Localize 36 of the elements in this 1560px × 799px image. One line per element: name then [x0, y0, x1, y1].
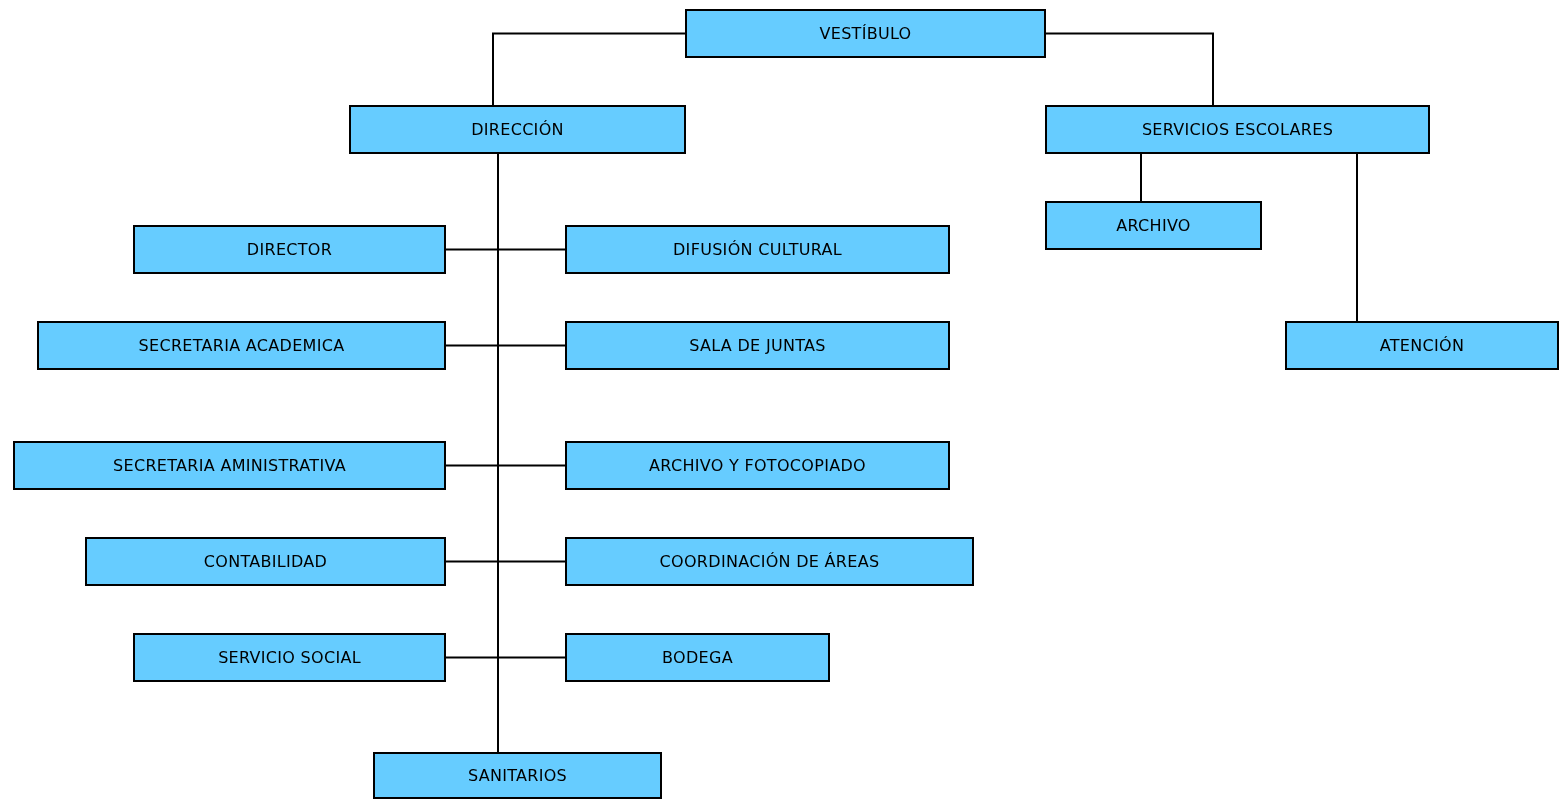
department-box: [349, 105, 686, 154]
connector-line: [492, 32, 686, 106]
department-name: ARCHIVO: [1116, 216, 1191, 235]
department-name: COORDINACIÓN DE ÁREAS: [659, 552, 880, 571]
department-box: [1045, 201, 1262, 250]
department-name: SANITARIOS: [467, 766, 568, 785]
department-name: CONTABILIDAD: [203, 552, 328, 571]
connector-line: [1045, 32, 1214, 106]
department-box: [1285, 321, 1559, 370]
department-name: DIRECCIÓN: [471, 120, 564, 139]
department-name: ATENCIÓN: [1379, 336, 1465, 355]
department-name: DIFUSIÓN CULTURAL: [673, 240, 842, 259]
department-name: SECRETARIA ACADEMICA: [138, 336, 345, 355]
department-box: [133, 633, 446, 682]
department-box: [13, 441, 446, 490]
department-box: [85, 537, 446, 586]
department-name: SALA DE JUNTAS: [689, 336, 826, 355]
connector-line: [1140, 153, 1142, 202]
department-name: ARCHIVO Y FOTOCOPIADO: [649, 456, 866, 475]
department-box: [565, 321, 950, 370]
department-name: BODEGA: [662, 648, 733, 667]
department-box: [565, 633, 830, 682]
department-box: [685, 9, 1046, 58]
department-name: SECRETARIA AMINISTRATIVA: [113, 456, 346, 475]
department-box: [565, 225, 950, 274]
department-name: SERVICIO SOCIAL: [218, 648, 361, 667]
department-box: [565, 537, 974, 586]
department-box: [37, 321, 446, 370]
department-name: DIRECTOR: [246, 240, 333, 259]
department-box: [133, 225, 446, 274]
department-box: [1045, 105, 1430, 154]
department-name: SERVICIOS ESCOLARES: [1141, 120, 1334, 139]
connector-line: [1356, 153, 1358, 322]
department-name: VESTÍBULO: [819, 24, 912, 43]
department-box: [565, 441, 950, 490]
department-box: [373, 752, 662, 799]
